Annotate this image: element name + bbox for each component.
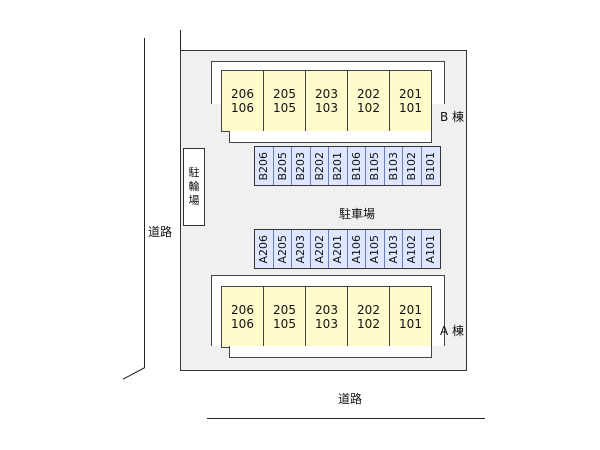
parking-a-stall: A102 xyxy=(403,230,422,268)
left-road-corner xyxy=(122,367,146,380)
parking-b-stall-label: B202 xyxy=(312,151,326,181)
parking-b-stall: B103 xyxy=(385,147,403,185)
parking-b-stall-label: B101 xyxy=(424,151,438,181)
parking-a-stall-label: A202 xyxy=(312,234,326,264)
bicycle-parking: 駐 輪 場 xyxy=(183,148,205,226)
building-a-balconies xyxy=(229,346,432,358)
parking-b-stall: B206 xyxy=(255,147,274,185)
bottom-road-edge xyxy=(207,418,485,419)
parking-b-stall-label: B201 xyxy=(331,151,345,181)
parking-a-stall: A206 xyxy=(255,230,274,268)
parking-a-stall-label: A105 xyxy=(368,234,382,264)
parking-b-stall: B203 xyxy=(292,147,311,185)
parking-b-stall-label: B206 xyxy=(257,151,271,181)
parking-row-b: B206 B205 B203 B202 B201 B106 B105 B103 B102 B101 xyxy=(254,146,441,186)
parking-a-stall-label: A102 xyxy=(405,234,419,264)
parking-a-stall: A201 xyxy=(329,230,348,268)
parking-b-stall-label: B103 xyxy=(386,151,400,181)
parking-a-stall: A202 xyxy=(311,230,329,268)
parking-b-stall: B202 xyxy=(311,147,329,185)
bottom-road-label: 道路 xyxy=(338,392,363,406)
left-road-edge xyxy=(144,38,145,368)
parking-a-stall: A101 xyxy=(422,230,441,268)
parking-a-stall-label: A101 xyxy=(424,234,438,264)
parking-b-stall-label: B203 xyxy=(294,151,308,181)
parking-b-stall-label: B102 xyxy=(405,151,419,181)
parking-b-stall: B102 xyxy=(403,147,422,185)
parking-b-stall: B105 xyxy=(366,147,385,185)
parking-a-stall-label: A203 xyxy=(294,234,308,264)
parking-a-stall-label: A106 xyxy=(349,234,363,264)
parking-a-stall-label: A205 xyxy=(275,234,289,264)
parking-a-stall: A103 xyxy=(385,230,403,268)
parking-a-stall-label: A103 xyxy=(386,234,400,264)
parking-label: 駐車場 xyxy=(339,207,376,221)
building-b-balconies xyxy=(229,131,432,143)
parking-b-stall: B205 xyxy=(274,147,292,185)
left-road-label: 道路 xyxy=(148,225,173,239)
parking-a-stall: A106 xyxy=(348,230,366,268)
building-b-label: B 棟 xyxy=(440,110,465,124)
parking-b-stall: B106 xyxy=(348,147,366,185)
parking-a-stall: A203 xyxy=(292,230,311,268)
parking-b-stall-label: B205 xyxy=(275,151,289,181)
parking-a-stall: A105 xyxy=(366,230,385,268)
lot-left-boundary xyxy=(180,30,181,50)
building-a-label: A 棟 xyxy=(440,324,465,338)
parking-b-stall: B101 xyxy=(422,147,441,185)
parking-b-stall: B201 xyxy=(329,147,348,185)
parking-b-stall-label: B106 xyxy=(349,151,363,181)
parking-a-stall: A205 xyxy=(274,230,292,268)
parking-row-a: A206 A205 A203 A202 A201 A106 A105 A103 A102 A101 xyxy=(254,229,441,269)
parking-b-stall-label: B105 xyxy=(368,151,382,181)
parking-a-stall-label: A206 xyxy=(257,234,271,264)
parking-a-stall-label: A201 xyxy=(331,234,345,264)
